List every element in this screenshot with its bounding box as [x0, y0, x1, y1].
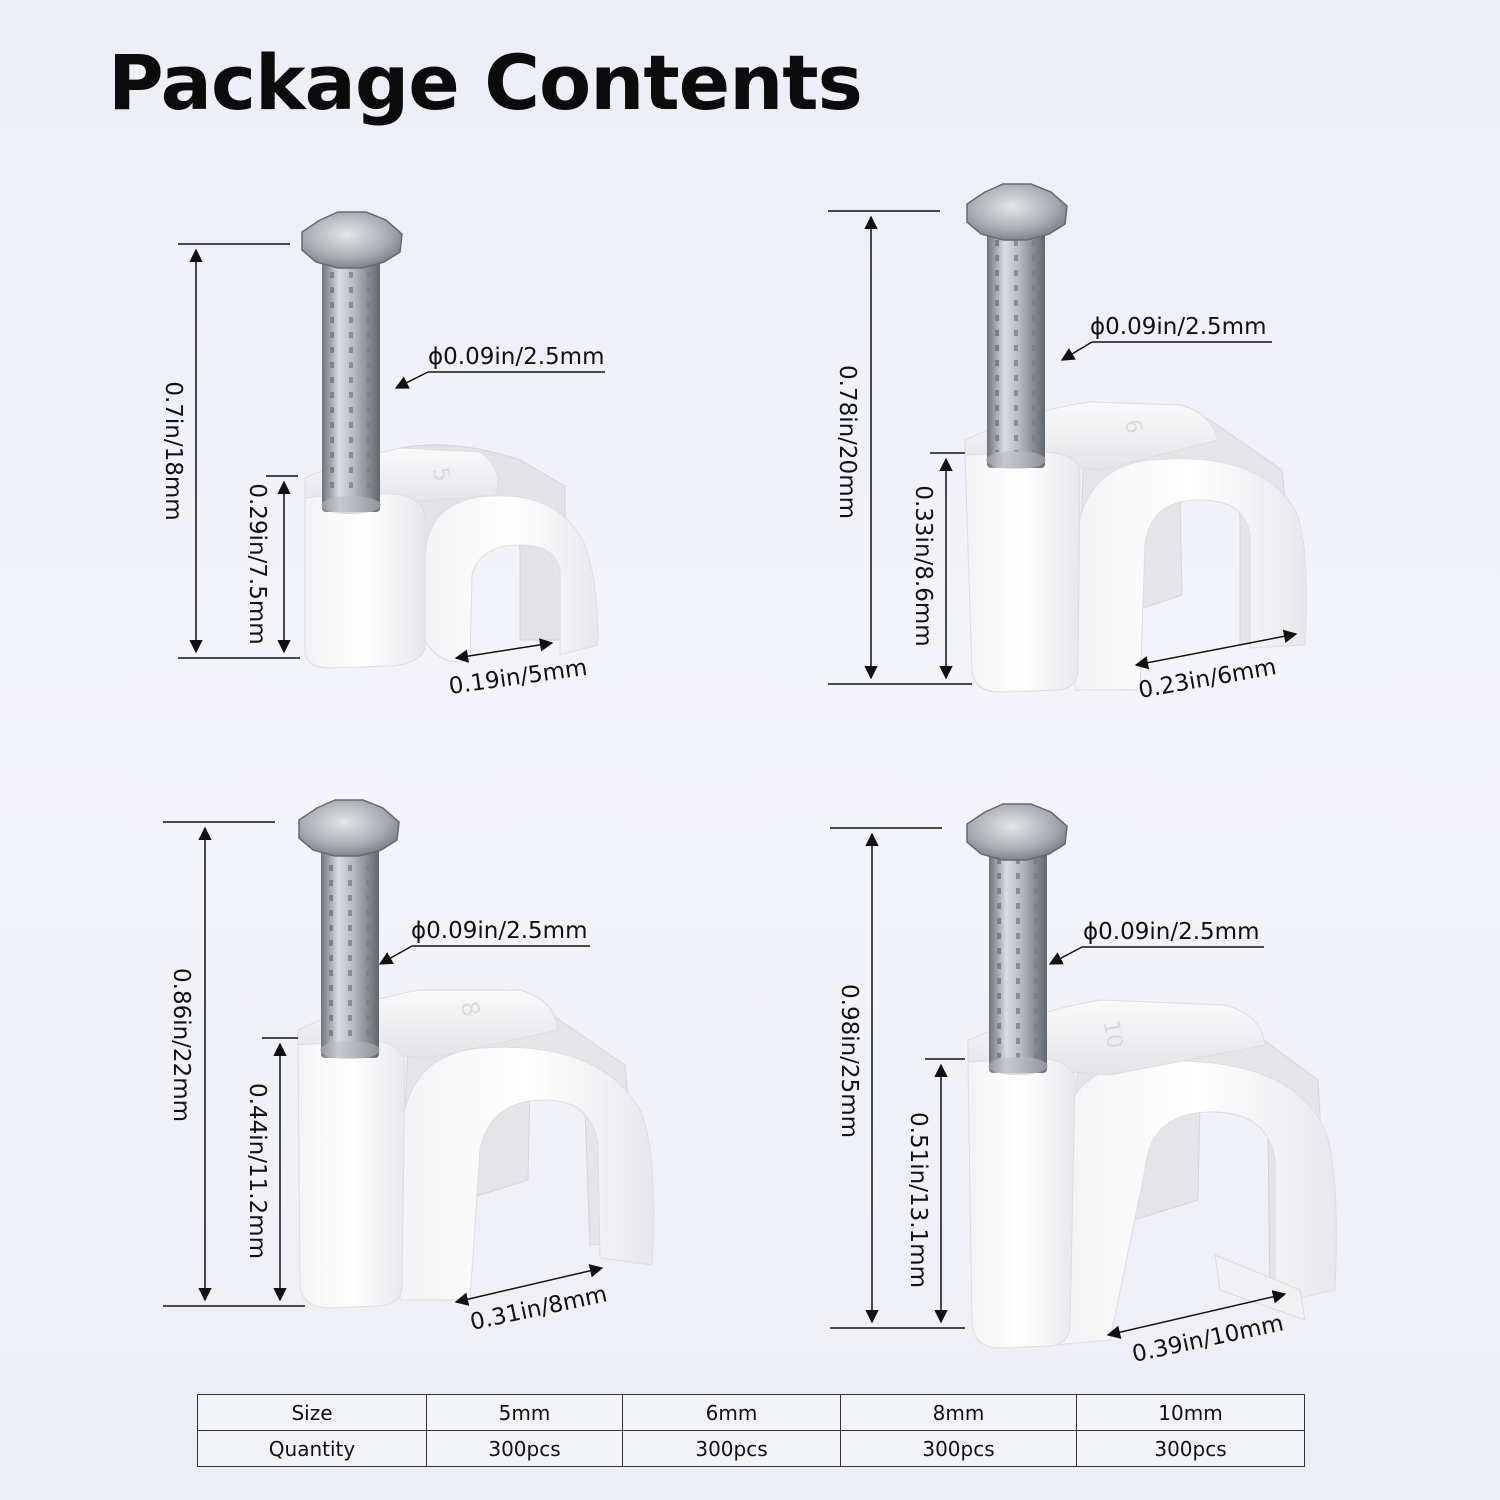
table-cell: 300pcs [622, 1430, 841, 1467]
table-cell: 8mm [840, 1394, 1077, 1431]
nail-ridges [995, 240, 1036, 452]
dimension-nail-diameter: ϕ0.09in/2.5mm [1060, 314, 1272, 361]
body-height-label: 0.44in/11.2mm [244, 1083, 270, 1259]
nail-ridges [329, 850, 370, 1040]
table-row-quantity: Quantity 300pcs 300pcs 300pcs 300pcs [197, 1430, 1305, 1467]
page-title: Package Contents [108, 38, 863, 127]
dimension-total-height: 0.7in/18mm [160, 243, 300, 659]
table-cell: 300pcs [840, 1430, 1077, 1467]
clip-8mm: 8 0.86in/22mm 0.44in/11.2mm ϕ0. [163, 799, 654, 1336]
body-height-label: 0.51in/13.1mm [905, 1112, 931, 1288]
total-height-label: 0.98in/25mm [836, 984, 862, 1138]
clip-5mm: 5 0.7in/18mm 0.29in/7.5mm ϕ0.09 [160, 211, 605, 700]
size-mark: 10 [1098, 1019, 1127, 1051]
dimension-nail-diameter: ϕ0.09in/2.5mm [1048, 919, 1264, 965]
clip-body: 8 [297, 989, 654, 1309]
size-mark: 6 [1119, 417, 1146, 435]
total-height-label: 0.86in/22mm [168, 968, 194, 1122]
dimension-total-height: 0.98in/25mm [830, 827, 965, 1329]
quantity-table: Size 5mm 6mm 8mm 10mm Quantity 300pcs 30… [197, 1394, 1305, 1467]
table-cell: 300pcs [1076, 1430, 1305, 1467]
dimension-nail-diameter: ϕ0.09in/2.5mm [378, 918, 590, 965]
dimension-total-height: 0.86in/22mm [163, 821, 305, 1307]
size-mark: 8 [455, 999, 485, 1019]
width-label: 0.19in/5mm [447, 655, 589, 700]
body-height-label: 0.29in/7.5mm [244, 483, 270, 644]
nail-diameter-label: ϕ0.09in/2.5mm [411, 918, 588, 944]
nail-ridges [997, 858, 1038, 1058]
total-height-label: 0.78in/20mm [834, 365, 860, 519]
clip-10mm: 10 0.98in/25mm 0.51in/13.1mm ϕ0 [830, 803, 1337, 1368]
table-cell: 300pcs [426, 1430, 623, 1467]
table-row-size: Size 5mm 6mm 8mm 10mm [197, 1394, 1305, 1431]
table-header-size: Size [197, 1394, 427, 1431]
clip-6mm: 6 0.78in/20mm 0.33in/8.6mm ϕ0.0 [828, 183, 1307, 704]
nail [966, 183, 1068, 469]
dimension-width: 0.31in/8mm [454, 1264, 610, 1336]
nail-diameter-label: ϕ0.09in/2.5mm [1083, 919, 1260, 945]
table-header-quantity: Quantity [197, 1430, 427, 1467]
width-label: 0.39in/10mm [1130, 1310, 1286, 1367]
nail [298, 799, 400, 1059]
dimension-body-height: 0.51in/13.1mm [905, 1058, 965, 1324]
table-cell: 6mm [622, 1394, 841, 1431]
width-label: 0.23in/6mm [1137, 654, 1279, 704]
dimension-nail-diameter: ϕ0.09in/2.5mm [394, 344, 605, 389]
dimension-body-height: 0.29in/7.5mm [244, 475, 298, 654]
width-label: 0.31in/8mm [468, 1281, 610, 1335]
dimension-total-height: 0.78in/20mm [828, 210, 972, 685]
dimension-width: 0.39in/10mm [1106, 1290, 1287, 1368]
nail-diameter-label: ϕ0.09in/2.5mm [1090, 314, 1267, 340]
total-height-label: 0.7in/18mm [160, 381, 186, 520]
table-cell: 5mm [426, 1394, 623, 1431]
nail [301, 211, 403, 514]
clip-body: 6 [964, 401, 1307, 693]
table-cell: 10mm [1076, 1394, 1305, 1431]
nail [966, 803, 1068, 1075]
dimension-body-height: 0.33in/8.6mm [910, 452, 965, 680]
dimension-body-height: 0.44in/11.2mm [244, 1037, 298, 1302]
nail-ridges [330, 272, 371, 495]
size-mark: 5 [427, 465, 454, 483]
body-height-label: 0.33in/8.6mm [910, 485, 936, 646]
nail-diameter-label: ϕ0.09in/2.5mm [428, 344, 605, 370]
